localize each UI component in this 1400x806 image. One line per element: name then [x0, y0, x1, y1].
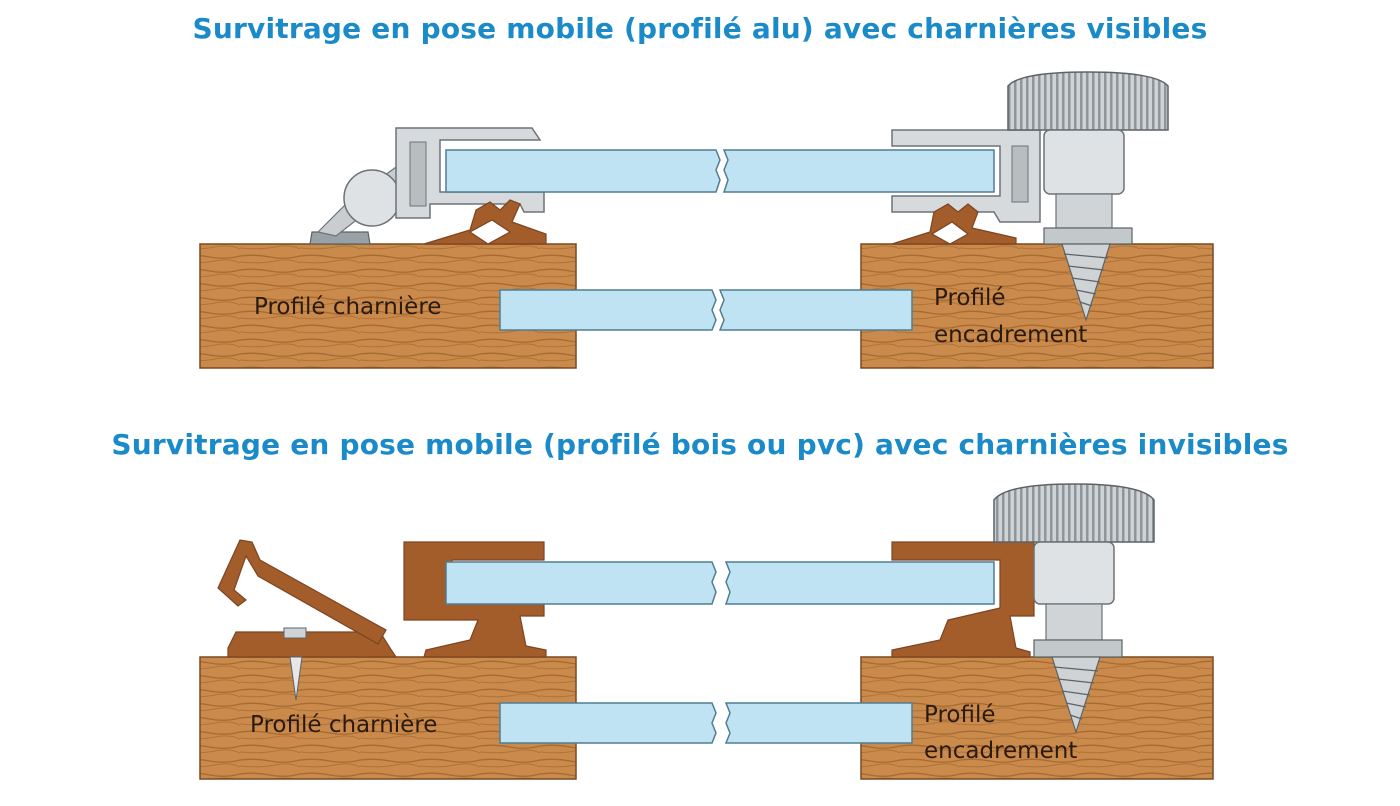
top-hinge-knuckle [343, 169, 401, 227]
bottom-screw-threads [1053, 666, 1099, 720]
bottom-hinge-nail [289, 656, 303, 701]
top-knob-cap [1007, 71, 1169, 131]
bottom-secondary-glass-left [445, 561, 717, 605]
bottom-hinge-arm [217, 539, 387, 645]
top-left-alu-inner [409, 141, 427, 207]
bottom-right-label-line2: encadrement [924, 738, 1077, 764]
top-screw-threads [1063, 253, 1109, 307]
top-hinge-base [309, 231, 371, 245]
top-secondary-glass-right [722, 149, 995, 193]
top-knob-neck [1055, 193, 1113, 229]
bottom-hinge-plate [227, 631, 398, 658]
top-right-gasket [891, 203, 1017, 245]
bottom-knob-neck [1045, 603, 1103, 641]
bottom-secondary-glass-right [724, 561, 995, 605]
top-left-label: Profilé charnière [254, 294, 441, 320]
top-right-wood-frame [860, 243, 1214, 369]
bottom-window-glass-left [499, 702, 717, 744]
top-knob-body [1043, 129, 1125, 195]
bottom-knob-cap [993, 483, 1155, 543]
bottom-right-pvc-profile [891, 541, 1035, 658]
bottom-right-label-line1: Profilé [924, 702, 996, 728]
top-right-alu-inner [1011, 145, 1029, 203]
bottom-window-glass-right [724, 702, 913, 744]
bottom-diagram-title: Survitrage en pose mobile (profilé bois … [111, 428, 1289, 461]
top-diagram: Profilé charnière Profilé encadrement [199, 71, 1214, 369]
bottom-hinge-screw-head [283, 627, 307, 639]
top-right-label-line2: encadrement [934, 322, 1087, 348]
top-right-alu-profile [891, 129, 1041, 223]
bottom-left-label: Profilé charnière [250, 712, 437, 738]
bottom-screw-washer [1033, 639, 1123, 658]
top-right-label-line1: Profilé [934, 285, 1006, 311]
top-left-alu-profile [395, 127, 545, 219]
top-left-gasket [423, 199, 547, 245]
top-window-glass-right [718, 289, 913, 331]
top-diagram-title: Survitrage en pose mobile (profilé alu) … [192, 12, 1208, 45]
top-window-glass-left [499, 289, 717, 331]
bottom-knob-body [1033, 541, 1115, 605]
top-screw-washer [1043, 227, 1133, 245]
top-secondary-glass-left [445, 149, 721, 193]
bottom-right-wood-frame [860, 656, 1214, 780]
bottom-left-pvc-profile [403, 541, 547, 658]
bottom-diagram: Profilé charnière Profilé encadrement [199, 483, 1214, 780]
